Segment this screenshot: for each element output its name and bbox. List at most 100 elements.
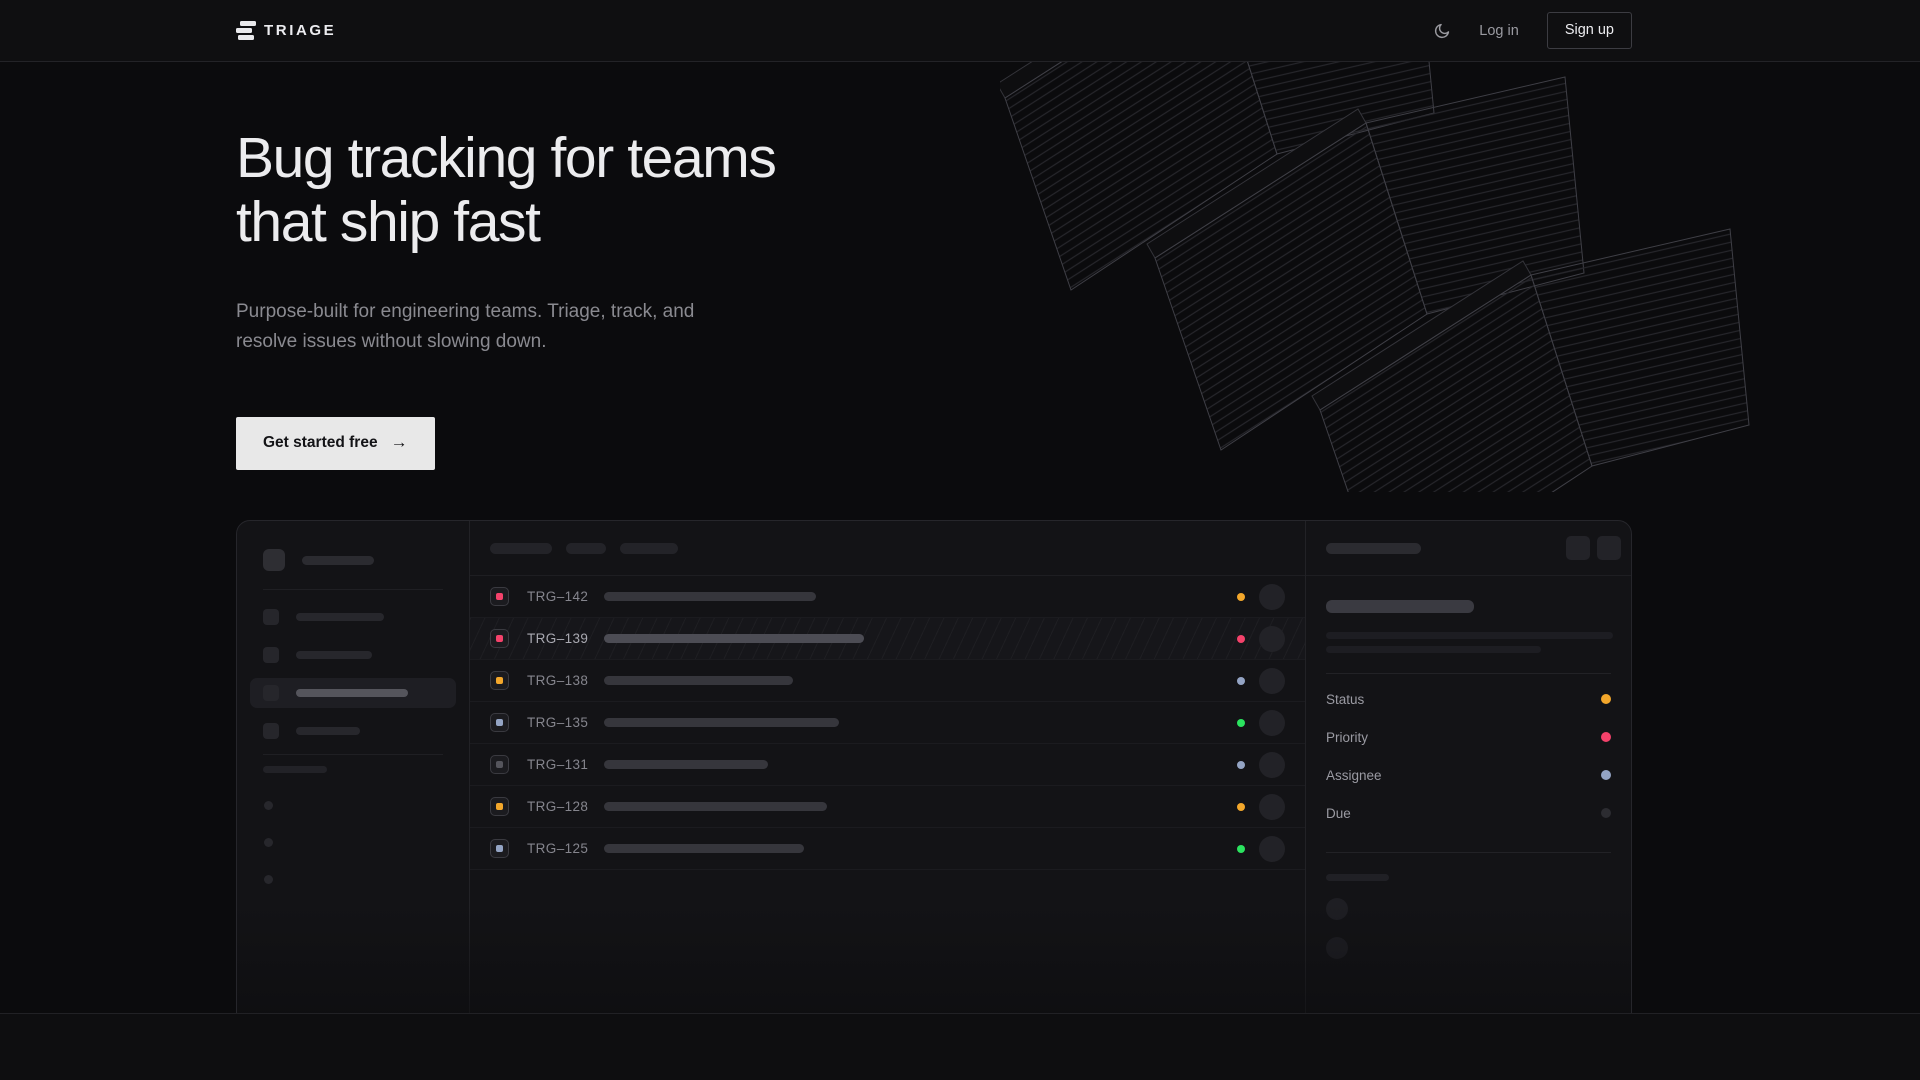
issue-list: TRG–142 TRG–139 TRG–138 TRG–135 bbox=[470, 576, 1305, 870]
issue-title-placeholder bbox=[604, 634, 864, 643]
detail-field-value-dot bbox=[1601, 694, 1611, 704]
brand-name: TRIAGE bbox=[264, 22, 336, 39]
issue-title-placeholder bbox=[604, 760, 768, 769]
status-dot bbox=[1237, 635, 1245, 643]
get-started-button[interactable]: Get started free → bbox=[236, 417, 435, 470]
issue-id: TRG–128 bbox=[527, 799, 591, 814]
filter-pill-placeholder bbox=[620, 543, 678, 554]
status-dot bbox=[1237, 677, 1245, 685]
label-dot bbox=[264, 838, 273, 847]
sidebar-divider bbox=[263, 589, 443, 590]
detail-header bbox=[1306, 521, 1631, 576]
issue-row: TRG–142 bbox=[470, 576, 1305, 618]
issue-row: TRG–131 bbox=[470, 744, 1305, 786]
label-dot bbox=[264, 875, 273, 884]
issue-id: TRG–125 bbox=[527, 841, 591, 856]
issue-type-badge-icon bbox=[490, 629, 509, 648]
sidebar-nav-item bbox=[250, 640, 456, 670]
status-dot bbox=[1237, 803, 1245, 811]
nav-label-placeholder bbox=[296, 613, 384, 621]
issue-row: TRG–128 bbox=[470, 786, 1305, 828]
issue-type-badge-icon bbox=[490, 755, 509, 774]
detail-fields: Status Priority Assignee Due bbox=[1326, 680, 1611, 832]
wireframe-ribbons-graphic bbox=[1000, 62, 1760, 492]
issues-list-panel: TRG–142 TRG–139 TRG–138 TRG–135 bbox=[470, 521, 1305, 1014]
detail-field-label: Priority bbox=[1326, 730, 1368, 745]
issue-detail-panel: Status Priority Assignee Due bbox=[1305, 521, 1631, 1014]
issue-row: TRG–139 bbox=[470, 618, 1305, 660]
avatar bbox=[1259, 710, 1285, 736]
description-line-placeholder bbox=[1326, 646, 1541, 653]
detail-field-row: Status bbox=[1326, 680, 1611, 718]
issue-row: TRG–138 bbox=[470, 660, 1305, 702]
issue-id: TRG–139 bbox=[527, 631, 591, 646]
issue-id: TRG–142 bbox=[527, 589, 591, 604]
app-preview-card: TRG–142 TRG–139 TRG–138 TRG–135 bbox=[236, 520, 1632, 1014]
brand-logo: TRIAGE bbox=[236, 21, 336, 40]
detail-action-icon bbox=[1597, 536, 1621, 560]
issue-row: TRG–125 bbox=[470, 828, 1305, 870]
signup-button[interactable]: Sign up bbox=[1547, 12, 1632, 49]
activity-section-placeholder bbox=[1326, 874, 1389, 881]
issue-type-badge-icon bbox=[490, 713, 509, 732]
workspace-row bbox=[263, 549, 443, 571]
issues-toolbar bbox=[470, 521, 1305, 576]
comment-avatar-placeholder bbox=[1326, 898, 1348, 920]
sidebar-divider bbox=[263, 754, 443, 755]
moon-icon[interactable] bbox=[1433, 22, 1451, 40]
detail-divider bbox=[1326, 852, 1611, 853]
issue-type-badge-icon bbox=[490, 839, 509, 858]
sidebar-nav-item bbox=[250, 602, 456, 632]
issue-type-badge-icon bbox=[490, 797, 509, 816]
issue-type-badge-icon bbox=[490, 671, 509, 690]
issue-title-placeholder bbox=[604, 718, 839, 727]
detail-field-label: Status bbox=[1326, 692, 1364, 707]
page-title-line2: that ship fast bbox=[236, 190, 540, 254]
login-link[interactable]: Log in bbox=[1479, 23, 1519, 39]
sidebar-nav bbox=[237, 602, 469, 746]
preview-sidebar bbox=[237, 521, 470, 1014]
filter-pill-placeholder bbox=[566, 543, 606, 554]
avatar bbox=[1259, 752, 1285, 778]
detail-field-value-dot bbox=[1601, 808, 1611, 818]
footer-band bbox=[0, 1014, 1920, 1080]
page-title: Bug tracking for teams that ship fast bbox=[236, 126, 775, 255]
issue-id: TRG–138 bbox=[527, 673, 591, 688]
nav-icon bbox=[263, 685, 279, 701]
nav-label-placeholder bbox=[296, 651, 372, 659]
detail-field-row: Assignee bbox=[1326, 756, 1611, 794]
sidebar-nav-item-active bbox=[250, 678, 456, 708]
nav-label-placeholder bbox=[296, 727, 360, 735]
workspace-icon bbox=[263, 549, 285, 571]
description-line-placeholder bbox=[1326, 632, 1613, 639]
detail-header-placeholder bbox=[1326, 543, 1421, 554]
nav-label-placeholder bbox=[296, 689, 408, 697]
triage-logo-icon bbox=[236, 21, 252, 40]
avatar bbox=[1259, 836, 1285, 862]
detail-divider bbox=[1326, 673, 1611, 674]
status-dot bbox=[1237, 761, 1245, 769]
avatar bbox=[1259, 794, 1285, 820]
detail-field-label: Assignee bbox=[1326, 768, 1382, 783]
label-dot bbox=[264, 801, 273, 810]
issue-type-badge-icon bbox=[490, 587, 509, 606]
comment-avatar-placeholder bbox=[1326, 937, 1348, 959]
detail-field-value-dot bbox=[1601, 732, 1611, 742]
site-header: TRIAGE Log in Sign up bbox=[0, 0, 1920, 62]
nav-icon bbox=[263, 723, 279, 739]
issue-title-placeholder bbox=[604, 802, 827, 811]
issue-title-placeholder bbox=[604, 844, 804, 853]
issue-row: TRG–135 bbox=[470, 702, 1305, 744]
filter-pill-placeholder bbox=[490, 543, 552, 554]
arrow-right-icon: → bbox=[391, 433, 408, 453]
sidebar-section-placeholder bbox=[263, 766, 327, 773]
detail-field-label: Due bbox=[1326, 806, 1351, 821]
detail-field-value-dot bbox=[1601, 770, 1611, 780]
issue-title-placeholder bbox=[1326, 600, 1474, 613]
avatar bbox=[1259, 626, 1285, 652]
detail-field-row: Due bbox=[1326, 794, 1611, 832]
hero-section: Bug tracking for teams that ship fast Pu… bbox=[0, 62, 1920, 1014]
avatar bbox=[1259, 584, 1285, 610]
sidebar-nav-item bbox=[250, 716, 456, 746]
nav-icon bbox=[263, 647, 279, 663]
